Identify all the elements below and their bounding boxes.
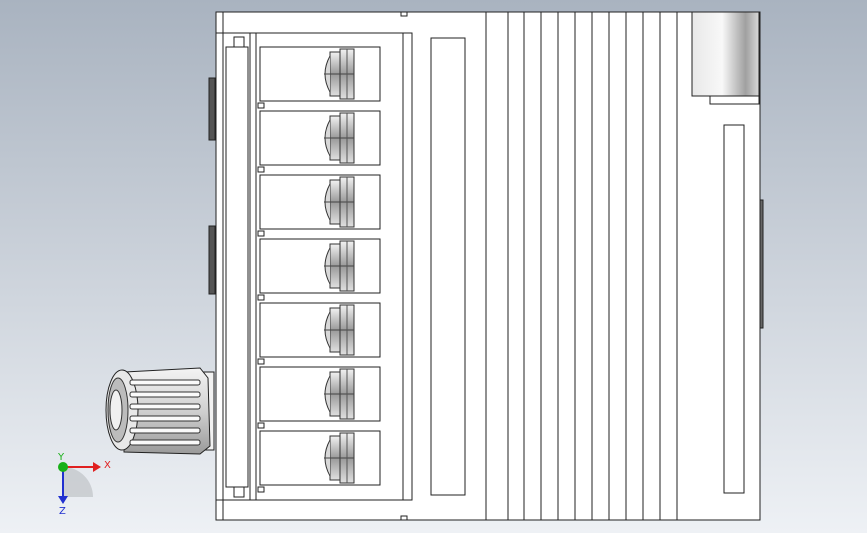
rail-left xyxy=(225,46,249,488)
cooling-fins xyxy=(507,12,678,520)
terminal-strip xyxy=(257,46,381,493)
terminal-screw-icon[interactable] xyxy=(257,238,381,301)
side-slot xyxy=(723,124,745,494)
terminal-screw-icon[interactable] xyxy=(257,174,381,237)
y-axis-label: Y xyxy=(57,452,65,463)
x-axis-label: X xyxy=(104,460,111,471)
label-window xyxy=(430,37,466,496)
terminal-screw-icon[interactable] xyxy=(257,302,381,365)
terminal-screw-icon[interactable] xyxy=(257,110,381,173)
left-side-tabs xyxy=(208,77,216,295)
top-cylinder xyxy=(691,11,760,97)
cable-gland-knob-icon[interactable] xyxy=(105,367,215,455)
terminal-screw-icon[interactable] xyxy=(257,366,381,429)
terminal-screw-icon[interactable] xyxy=(257,46,381,109)
coordinate-triad-icon: X Y Z xyxy=(57,452,111,517)
terminal-screw-icon[interactable] xyxy=(257,430,381,493)
y-axis-dot xyxy=(58,462,68,472)
z-axis-label: Z xyxy=(59,506,66,517)
